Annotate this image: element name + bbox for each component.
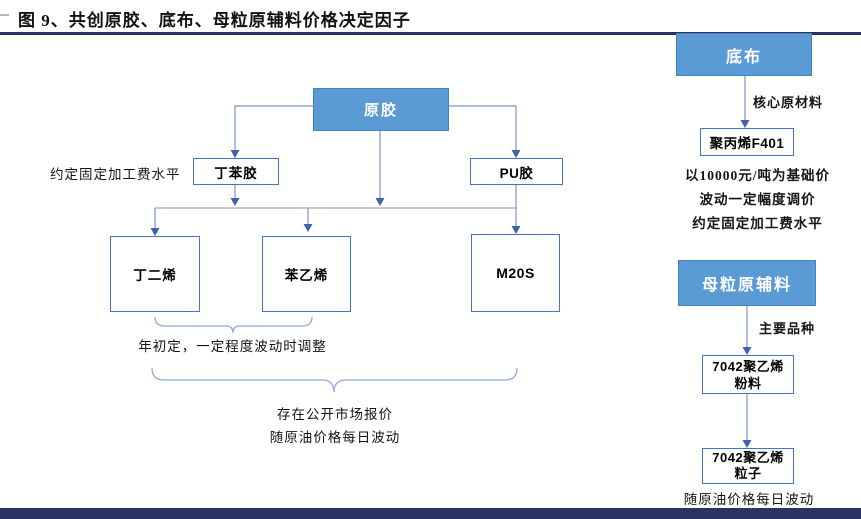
bottom-rule: [0, 508, 861, 519]
node-raw-rubber: 原胶: [313, 88, 449, 131]
figure-title: 图 9、共创原胶、底布、母粒原辅料价格决定因子: [18, 11, 411, 30]
arrow-pu: [511, 150, 521, 158]
node-m20s: M20S: [471, 234, 560, 312]
arrow-powder: [742, 347, 752, 355]
arrow-pellet: [742, 440, 752, 448]
note-fixed-processing-fee-left: 约定固定加工费水平: [50, 167, 181, 182]
label-main-variety: 主要品种: [759, 321, 816, 336]
arrow-root-down: [375, 198, 385, 206]
node-pe-powder-line1: 7042聚乙烯: [712, 358, 784, 374]
node-pp-f401: 聚丙烯F401: [700, 128, 794, 156]
note-fixed-processing-fee-right: 约定固定加工费水平: [692, 216, 823, 231]
arrow-styrene: [303, 224, 313, 232]
header-masterbatch-label: 母粒原辅料: [701, 277, 792, 294]
node-m20s-label: M20S: [496, 265, 535, 281]
brace-small: [154, 316, 313, 334]
node-butadiene: 丁二烯: [110, 236, 200, 312]
arrow-sbr: [230, 150, 240, 158]
node-raw-rubber-label: 原胶: [363, 103, 398, 119]
node-pe-pellet: 7042聚乙烯 粒子: [702, 448, 794, 484]
note-public-quote: 存在公开市场报价: [277, 407, 393, 422]
node-pe-pellet-line1: 7042聚乙烯: [712, 450, 784, 465]
node-sbr-label: 丁苯胶: [214, 165, 258, 181]
left-margin-tick: [0, 14, 9, 16]
arrow-m20s: [511, 226, 521, 234]
node-sbr: 丁苯胶: [193, 158, 279, 185]
node-butadiene-label: 丁二烯: [133, 268, 177, 283]
edge-root-to-sbr: [234, 105, 313, 150]
label-core-raw-material: 核心原材料: [753, 95, 824, 110]
brace-large: [151, 367, 518, 393]
note-price-adjust: 波动一定幅度调价: [699, 192, 816, 207]
node-styrene-label: 苯乙烯: [284, 268, 329, 283]
node-pp-f401-label: 聚丙烯F401: [709, 136, 785, 151]
edge-root-to-pu: [449, 105, 517, 150]
note-annual-adjust: 年初定，一定程度波动时调整: [138, 339, 327, 354]
note-base-price: 以10000元/吨为基础价: [684, 168, 830, 183]
note-oil-daily-fluctuation: 随原油价格每日波动: [269, 430, 401, 445]
node-pe-pellet-line2: 粒子: [734, 466, 762, 481]
header-base-fabric-label: 底布: [725, 48, 762, 66]
note-oil-daily-fluctuation-right: 随原油价格每日波动: [683, 492, 815, 507]
arrow-butadiene: [150, 228, 160, 236]
header-masterbatch: 母粒原辅料: [678, 260, 816, 306]
node-pu-label: PU胶: [499, 165, 534, 181]
node-pe-powder-line2: 粉料: [734, 375, 762, 391]
arrow-pp: [740, 120, 750, 128]
title-underline: [0, 32, 861, 35]
header-base-fabric: 底布: [676, 33, 812, 76]
node-styrene: 苯乙烯: [262, 236, 351, 312]
node-pu: PU胶: [470, 158, 563, 185]
node-pe-powder: 7042聚乙烯 粉料: [702, 355, 794, 394]
arrow-sbr-down: [230, 198, 240, 206]
